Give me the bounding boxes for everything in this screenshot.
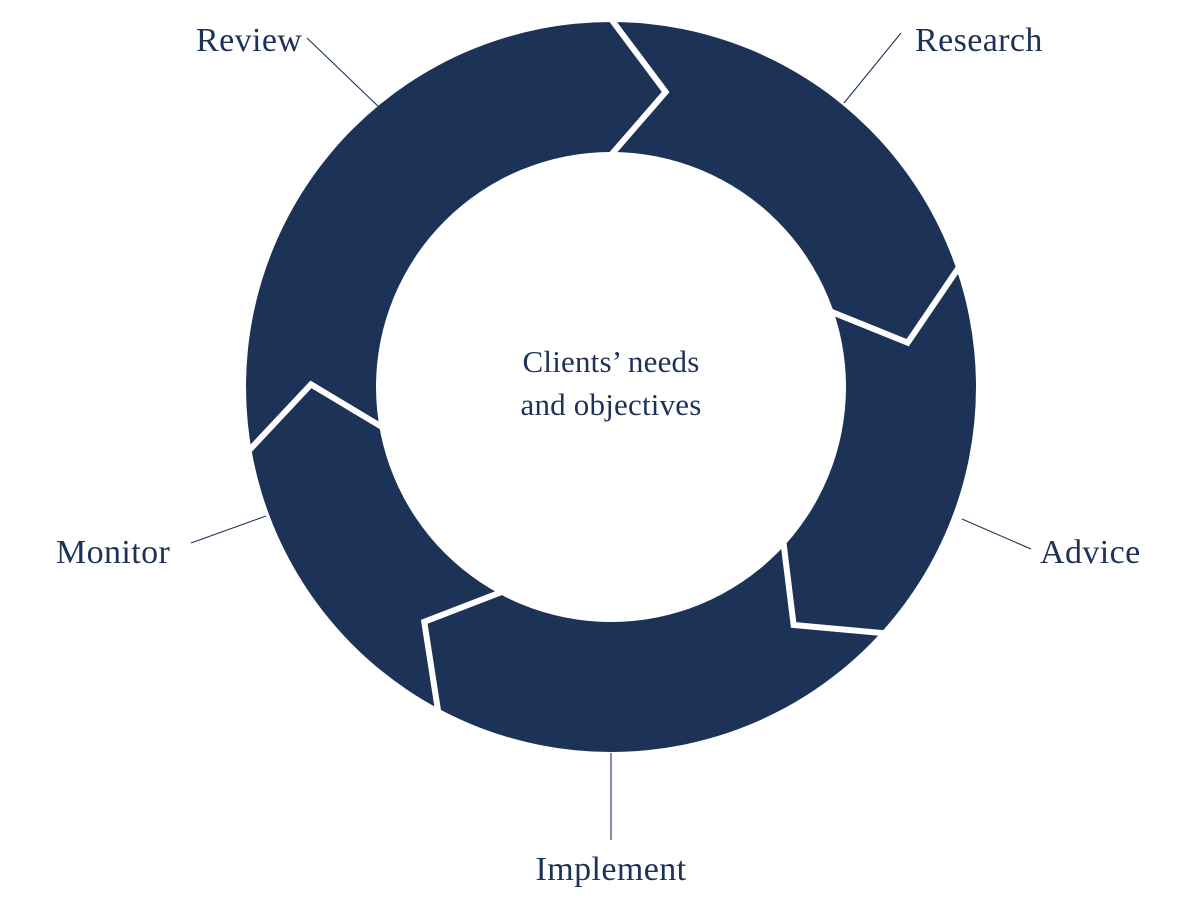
divider-top	[608, 17, 670, 157]
center-label-line-1: Clients’ needs	[523, 344, 700, 379]
divider-lower-right	[780, 541, 885, 637]
segment-label-implement[interactable]: Implement	[536, 851, 687, 888]
divider-right	[829, 265, 962, 347]
segment-dividers	[246, 17, 962, 713]
segment-label-review[interactable]: Review	[196, 22, 302, 59]
center-label-line-2: and objectives	[521, 387, 702, 422]
segment-label-research[interactable]: Research	[915, 22, 1043, 59]
segment-label-advice[interactable]: Advice	[1040, 534, 1141, 571]
donut-annulus	[246, 22, 976, 752]
leader-line-research	[843, 32, 902, 104]
leader-line-review	[306, 37, 383, 111]
donut-ring	[246, 22, 976, 752]
segment-label-monitor[interactable]: Monitor	[56, 534, 171, 571]
leader-line-monitor	[190, 515, 267, 544]
center-text: Clients’ needs and objectives	[521, 344, 702, 422]
leader-lines	[190, 32, 1032, 840]
leader-line-advice	[961, 518, 1032, 550]
divider-upper-left	[246, 380, 385, 453]
divider-lower-left	[420, 589, 504, 713]
